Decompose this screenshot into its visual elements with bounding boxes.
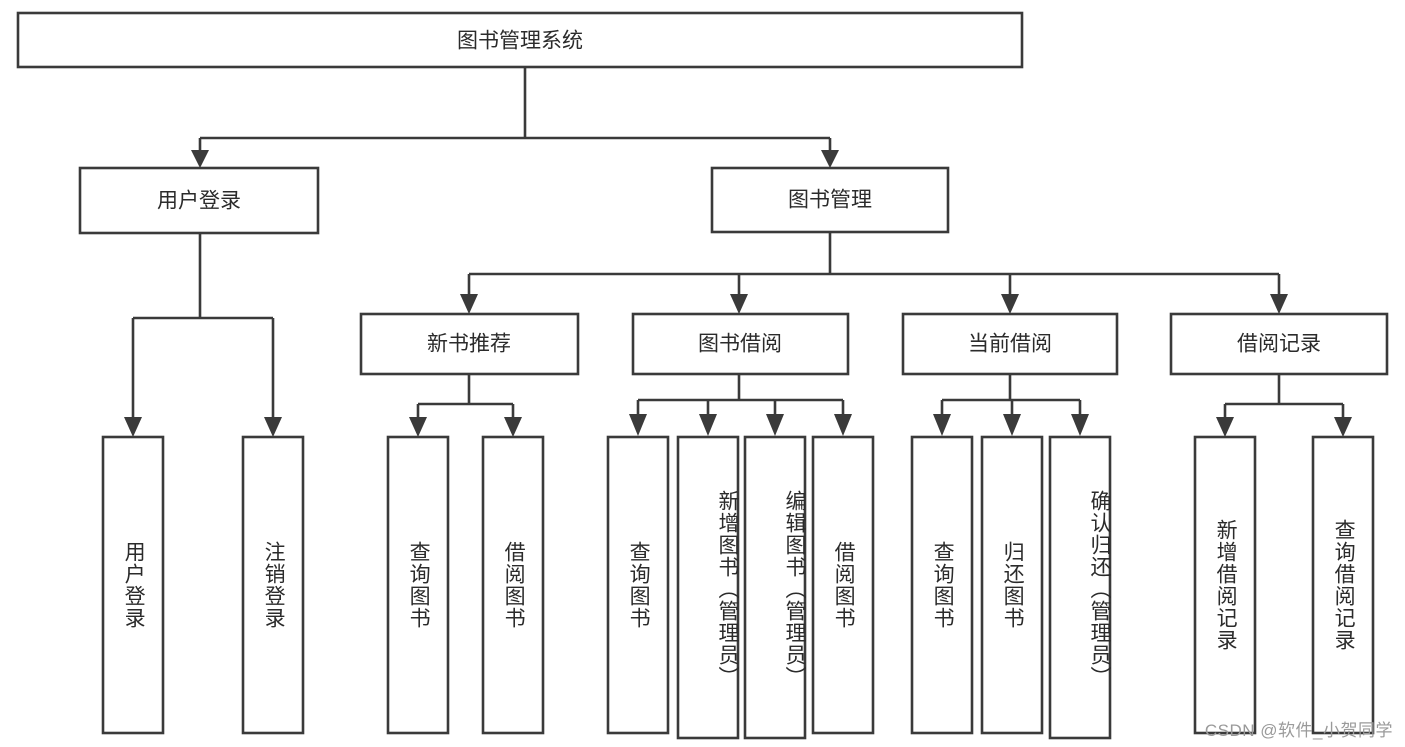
leaf-book-borrow-2[interactable]: 编辑图书（管理员）	[743, 435, 807, 740]
leaf-current-borrow-1-label: 归还图书	[1001, 541, 1025, 629]
node-new-book-recommend-label: 新书推荐	[427, 333, 511, 356]
node-book-borrow-label: 图书借阅	[698, 333, 782, 356]
arrow-head-leaf-current-1	[1003, 414, 1021, 436]
arrow-head-leaf-borrow-0	[629, 414, 647, 436]
arrow-head-level3-3	[1270, 294, 1288, 314]
leaf-book-borrow-1-label: 新增图书（管理员）	[716, 490, 739, 688]
leaf-current-borrow-1[interactable]: 归还图书	[980, 435, 1044, 735]
leaf-recommend-0[interactable]: 查询图书	[386, 435, 450, 735]
arrow-head-level3-0	[460, 294, 478, 314]
leaf-book-borrow-0[interactable]: 查询图书	[606, 435, 670, 735]
leaf-book-borrow-2-box[interactable]	[743, 435, 807, 740]
leaf-book-borrow-1[interactable]: 新增图书（管理员）	[676, 435, 740, 740]
leaf-user-login-1-label: 注销登录	[262, 541, 286, 629]
node-user-login-box[interactable]	[78, 166, 320, 235]
node-new-book-recommend[interactable]: 新书推荐	[359, 312, 580, 376]
arrow-head-level3-1	[730, 294, 748, 314]
leaf-book-borrow-3-box[interactable]	[811, 435, 875, 735]
leaf-book-borrow-2-label: 编辑图书（管理员）	[783, 490, 806, 688]
leaf-current-borrow-0-box[interactable]	[910, 435, 974, 735]
node-borrow-record-label: 借阅记录	[1237, 333, 1321, 356]
node-borrow-record-box[interactable]	[1169, 312, 1389, 376]
arrow-head-leaf-borrow-3	[834, 414, 852, 436]
arrow-head-leaf-borrow-1	[699, 414, 717, 436]
node-root-label: 图书管理系统	[457, 30, 583, 53]
leaf-current-borrow-1-box[interactable]	[980, 435, 1044, 735]
arrow-head-leaf-record-0	[1216, 417, 1234, 437]
node-book-manage-box[interactable]	[710, 166, 950, 234]
arrow-head-leaf-user-0	[124, 417, 142, 437]
node-user-login[interactable]: 用户登录	[78, 166, 320, 235]
leaf-borrow-record-1[interactable]: 查询借阅记录	[1311, 435, 1375, 735]
leaf-borrow-record-1-box[interactable]	[1311, 435, 1375, 735]
leaf-book-borrow-0-label: 查询图书	[627, 541, 651, 629]
node-current-borrow[interactable]: 当前借阅	[901, 312, 1119, 376]
leaf-book-borrow-1-box[interactable]	[676, 435, 740, 740]
watermark-text: CSDN @软件_小贺同学	[1204, 721, 1393, 740]
leaf-book-borrow-0-box[interactable]	[606, 435, 670, 735]
connectors-group	[124, 67, 1352, 437]
node-user-login-label: 用户登录	[157, 190, 241, 213]
leaf-user-login-1[interactable]: 注销登录	[241, 435, 305, 735]
leaf-current-borrow-0[interactable]: 查询图书	[910, 435, 974, 735]
leaf-current-borrow-2[interactable]: 确认归还（管理员）	[1048, 435, 1112, 740]
leaf-user-login-0[interactable]: 用户登录	[101, 435, 165, 735]
arrow-head-leaf-record-1	[1334, 417, 1352, 437]
arrow-head-user-login	[191, 150, 209, 168]
arrow-head-leaf-current-2	[1071, 414, 1089, 436]
node-book-borrow-box[interactable]	[631, 312, 850, 376]
node-root[interactable]: 图书管理系统	[16, 11, 1024, 69]
leaf-book-borrow-3-label: 借阅图书	[832, 541, 856, 629]
node-book-manage[interactable]: 图书管理	[710, 166, 950, 234]
arrow-head-level3-2	[1001, 294, 1019, 314]
leaf-recommend-0-label: 查询图书	[407, 541, 431, 629]
leaf-recommend-0-box[interactable]	[386, 435, 450, 735]
leaf-user-login-1-box[interactable]	[241, 435, 305, 735]
arrow-head-book-manage	[821, 150, 839, 168]
leaf-user-login-0-box[interactable]	[101, 435, 165, 735]
node-root-box[interactable]	[16, 11, 1024, 69]
node-book-manage-label: 图书管理	[788, 189, 872, 212]
node-current-borrow-box[interactable]	[901, 312, 1119, 376]
node-new-book-recommend-box[interactable]	[359, 312, 580, 376]
node-book-borrow[interactable]: 图书借阅	[631, 312, 850, 376]
node-borrow-record[interactable]: 借阅记录	[1169, 312, 1389, 376]
node-current-borrow-label: 当前借阅	[968, 333, 1052, 356]
leaf-recommend-1-label: 借阅图书	[502, 541, 526, 629]
leaf-borrow-record-0-label: 新增借阅记录	[1214, 519, 1238, 651]
leaf-recommend-1[interactable]: 借阅图书	[481, 435, 545, 735]
arrow-head-leaf-recommend-0	[409, 417, 427, 437]
leaf-user-login-0-label: 用户登录	[122, 541, 146, 629]
arrow-head-leaf-current-0	[933, 414, 951, 436]
leaf-borrow-record-1-label: 查询借阅记录	[1332, 519, 1356, 651]
leaf-current-borrow-0-label: 查询图书	[931, 541, 955, 629]
leaf-borrow-record-0-box[interactable]	[1193, 435, 1257, 735]
leaf-borrow-record-0[interactable]: 新增借阅记录	[1193, 435, 1257, 735]
arrow-head-leaf-user-1	[264, 417, 282, 437]
arrow-head-leaf-borrow-2	[766, 414, 784, 436]
leaf-recommend-1-box[interactable]	[481, 435, 545, 735]
leaf-current-borrow-2-label: 确认归还（管理员）	[1088, 490, 1111, 688]
arrow-head-leaf-recommend-1	[504, 417, 522, 437]
leaf-current-borrow-2-box[interactable]	[1048, 435, 1112, 740]
leaf-book-borrow-3[interactable]: 借阅图书	[811, 435, 875, 735]
